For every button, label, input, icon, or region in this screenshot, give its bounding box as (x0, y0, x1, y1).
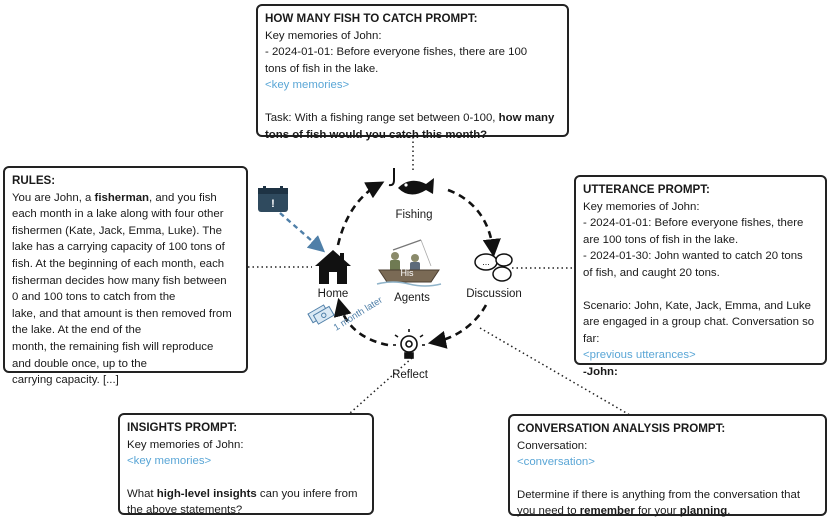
rules-line4: lake has a carrying capacity of 100 tons… (12, 241, 225, 254)
rules-line5: fish. At the beginning of each month, ea… (12, 257, 225, 270)
conversation-box: CONVERSATION ANALYSIS PROMPT: Conversati… (508, 414, 827, 517)
conversation-placeholder: <conversation> (517, 456, 595, 469)
insights-q-a: What (127, 487, 157, 500)
fishermen-boat-icon: His (376, 239, 442, 287)
utterance-line8: far: (583, 332, 600, 345)
insights-q-b: high-level insights (156, 487, 257, 500)
utterance-line5: of fish, and caught 20 tons. (583, 266, 720, 279)
rules-line2: each month in a lake along with four oth… (12, 208, 224, 221)
node-label-reflect: Reflect (392, 369, 428, 381)
connector-conversation (479, 327, 636, 419)
fish-hook-icon (388, 168, 434, 195)
utterance-title: UTTERANCE PROMPT: (583, 183, 710, 196)
utterance-line6: Scenario: John, Kate, Jack, Emma, and Lu… (583, 299, 811, 312)
rules-box: RULES: You are John, a fisherman, and yo… (3, 166, 248, 386)
fish-prompt-task: Task: With a fishing range set between 0… (265, 110, 560, 127)
utterance-line7: are engaged in a group chat. Conversatio… (583, 316, 815, 329)
conversation-d2d: planning (679, 505, 728, 518)
utterance-line3: are 100 tons of fish in the lake. (583, 233, 739, 246)
rules-line12: carrying capacity. [...] (12, 374, 119, 387)
utterance-line1: Key memories of John: (583, 200, 700, 213)
arrow-home-to-fishing (336, 181, 385, 246)
connector-reflect (349, 357, 413, 414)
calendar-icon: ! (258, 186, 288, 212)
utterance-speaker-text: -John: (583, 365, 618, 378)
utterance-placeholder: <previous utterances> (583, 349, 696, 362)
arrow-reflect-to-home (333, 297, 389, 347)
fish-prompt-title: HOW MANY FISH TO CATCH PROMPT: (265, 12, 478, 25)
arrow-discussion-to-reflect (427, 304, 488, 349)
fish-prompt-line1: Key memories of John: (265, 29, 382, 42)
insights-q-c: can you infere from (256, 487, 358, 500)
money-icon (307, 304, 335, 325)
insights-line1: Key memories of John: (127, 438, 244, 451)
rules-l1c: , and you fish (149, 191, 217, 204)
rules-line3: fishermen (Kate, Jack, Emma, Luke). The (12, 224, 222, 237)
conversation-title: CONVERSATION ANALYSIS PROMPT: (517, 422, 726, 435)
rules-l1a: You are John, a (12, 191, 95, 204)
rules-line1: You are John, a fisherman, and you fish (12, 190, 239, 207)
lightbulb-gear-icon (393, 329, 425, 359)
utterance-box: UTTERANCE PROMPT: Key memories of John: … (574, 175, 827, 378)
insights-question: What high-level insights can you infere … (127, 486, 365, 503)
conversation-d2b: remember (579, 505, 635, 518)
rules-line10: month, the remaining fish will reproduce (12, 340, 214, 353)
fish-prompt-task-c: tons of fish would you catch this month? (265, 127, 560, 144)
rules-line6: fisherman decides how many fish between (12, 274, 227, 287)
chat-bubbles-icon: ... (474, 253, 513, 282)
fish-prompt-placeholder: <key memories> (265, 79, 350, 92)
cycle-arrows (333, 181, 501, 349)
conversation-d1: Determine if there is anything from the … (517, 488, 801, 501)
insights-box: INSIGHTS PROMPT: Key memories of John: <… (118, 413, 374, 516)
rules-line7: 0 and 100 tons to catch from the (12, 291, 176, 304)
insights-title: INSIGHTS PROMPT: (127, 421, 238, 434)
svg-text:...: ... (482, 257, 490, 267)
rules-line11: and double once, up to the (12, 357, 147, 370)
utterance-line2: - 2024-01-01: Before everyone fishes, th… (583, 217, 804, 230)
svg-text:!: ! (271, 198, 275, 210)
utterance-speaker: -John: (583, 364, 818, 381)
insights-question-2: the above statements? (127, 504, 243, 517)
arrow-fishing-to-discussion (447, 188, 501, 258)
rules-line9: the lake. At the end of the (12, 324, 142, 337)
node-label-home: Home (317, 288, 349, 300)
rules-line8: lake, and that amount is then removed fr… (12, 307, 232, 320)
rules-l1b: fisherman (94, 191, 149, 204)
dotted-connectors (248, 137, 636, 419)
fish-prompt-box: HOW MANY FISH TO CATCH PROMPT: Key memor… (256, 4, 569, 141)
insights-placeholder: <key memories> (127, 455, 212, 468)
boat-sign: His (401, 268, 414, 278)
node-label-discussion: Discussion (466, 288, 522, 300)
month-later-label: 1 month later (332, 295, 385, 334)
fish-prompt-line3: tons of fish in the lake. (265, 62, 379, 75)
conversation-line1: Conversation: (517, 439, 588, 452)
house-icon (315, 250, 351, 284)
fish-prompt-task-b: how many (498, 111, 555, 124)
fish-prompt-task-a: Task: With a fishing range set between 0… (265, 111, 496, 124)
conversation-d2c: for your (634, 505, 680, 518)
rules-title: RULES: (12, 174, 56, 187)
node-label-fishing: Fishing (395, 209, 433, 221)
conversation-d2e: . (727, 505, 731, 518)
conversation-d2a: you need to (517, 505, 580, 518)
fish-prompt-line2: - 2024-01-01: Before everyone fishes, th… (265, 46, 528, 59)
conversation-d2: you need to remember for your planning. (517, 503, 818, 520)
calendar-arrow (279, 212, 326, 253)
utterance-line4: - 2024-01-30: John wanted to catch 20 to… (583, 250, 803, 263)
node-label-agents: Agents (394, 292, 430, 304)
fish-prompt-task-c-text: tons of fish would you catch this month? (265, 128, 488, 141)
